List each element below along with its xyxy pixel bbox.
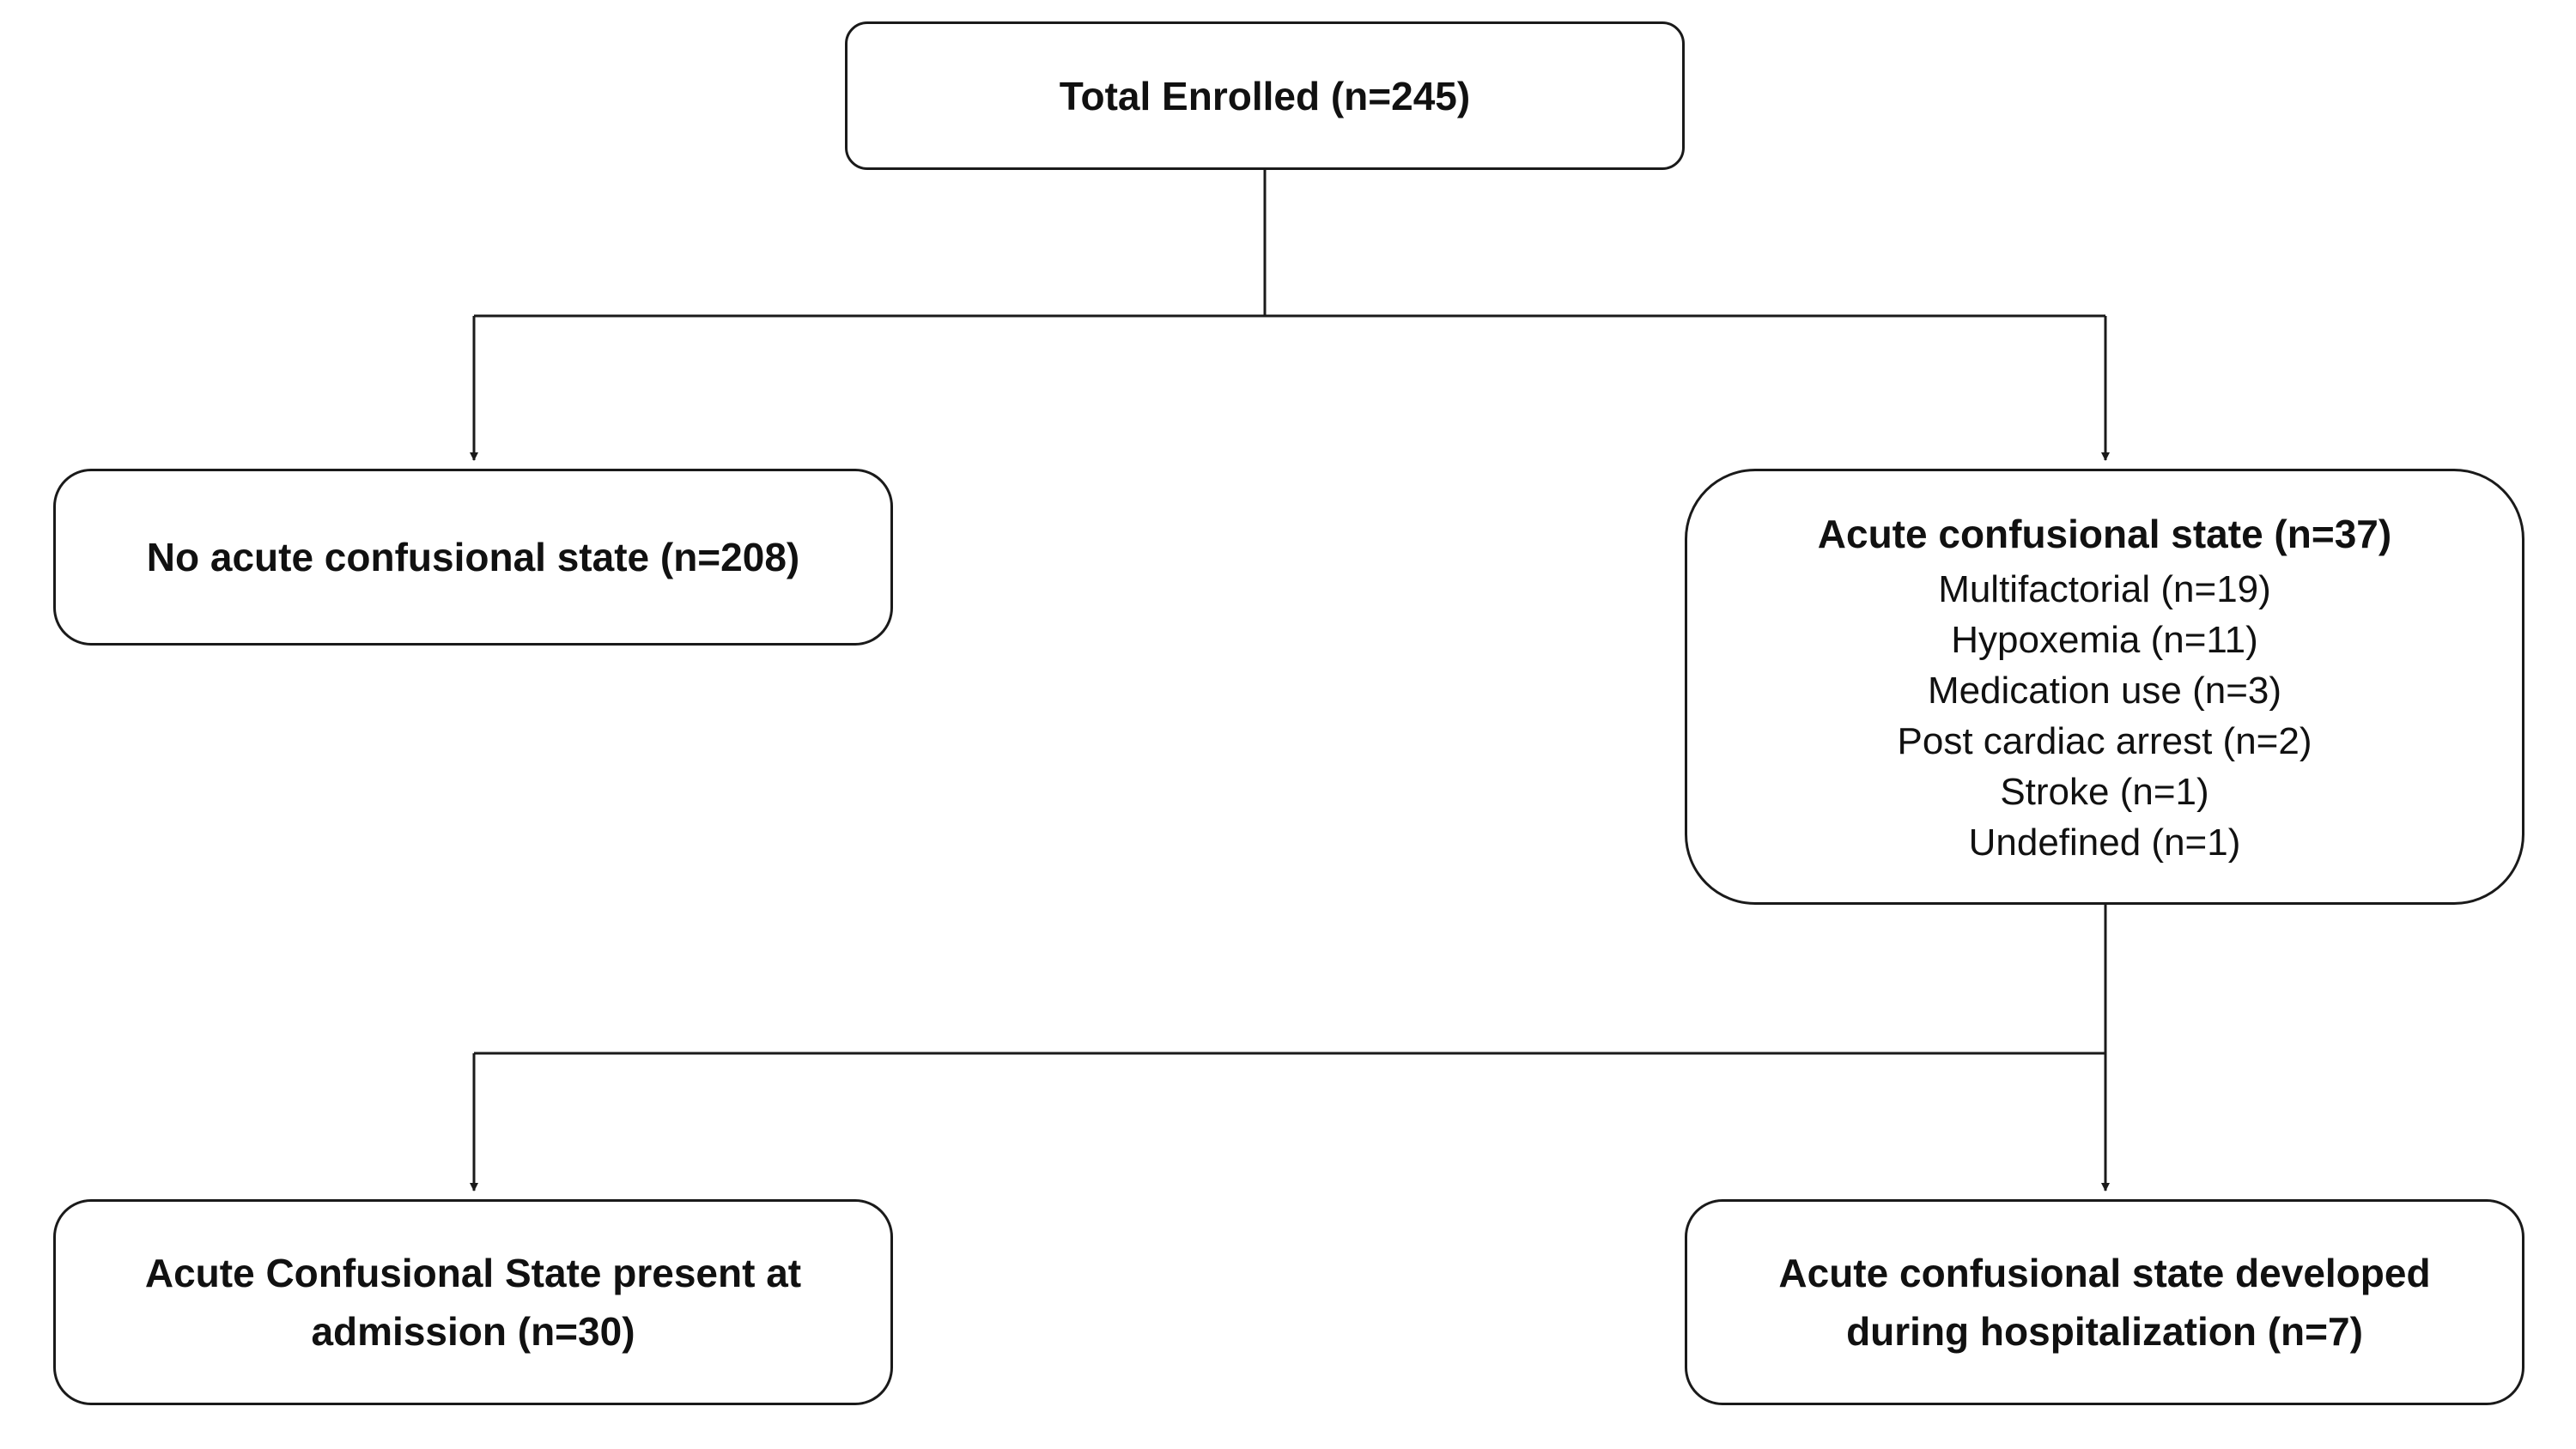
acs-at-admission-line2: admission (n=30) xyxy=(311,1309,635,1354)
no-acs-box: No acute confusional state (n=208) xyxy=(53,469,893,646)
acs-developed-line1: Acute confusional state developed xyxy=(1778,1251,2431,1295)
total-enrolled-box: Total Enrolled (n=245) xyxy=(845,21,1685,170)
acs-cause-item: Hypoxemia (n=11) xyxy=(1951,619,2258,661)
acs-cause-item: Multifactorial (n=19) xyxy=(1938,568,2271,610)
acs-cause-item: Medication use (n=3) xyxy=(1927,670,2282,712)
acs-cause-item: Post cardiac arrest (n=2) xyxy=(1897,720,2312,762)
acs-label: Acute confusional state (n=37) xyxy=(1817,512,2392,556)
acs-cause-item: Stroke (n=1) xyxy=(2000,771,2209,813)
acs-at-admission-line1: Acute Confusional State present at xyxy=(144,1251,802,1295)
acs-at-admission-box: Acute Confusional State present at admis… xyxy=(53,1199,893,1405)
acs-cause-item: Undefined (n=1) xyxy=(1968,822,2241,864)
no-acs-label: No acute confusional state (n=208) xyxy=(146,535,800,579)
acs-box: Acute confusional state (n=37) Multifact… xyxy=(1685,469,2524,905)
total-enrolled-label: Total Enrolled (n=245) xyxy=(1059,73,1471,118)
acs-developed-line2: during hospitalization (n=7) xyxy=(1846,1309,2363,1354)
acs-developed-box: Acute confusional state developed during… xyxy=(1685,1199,2524,1405)
